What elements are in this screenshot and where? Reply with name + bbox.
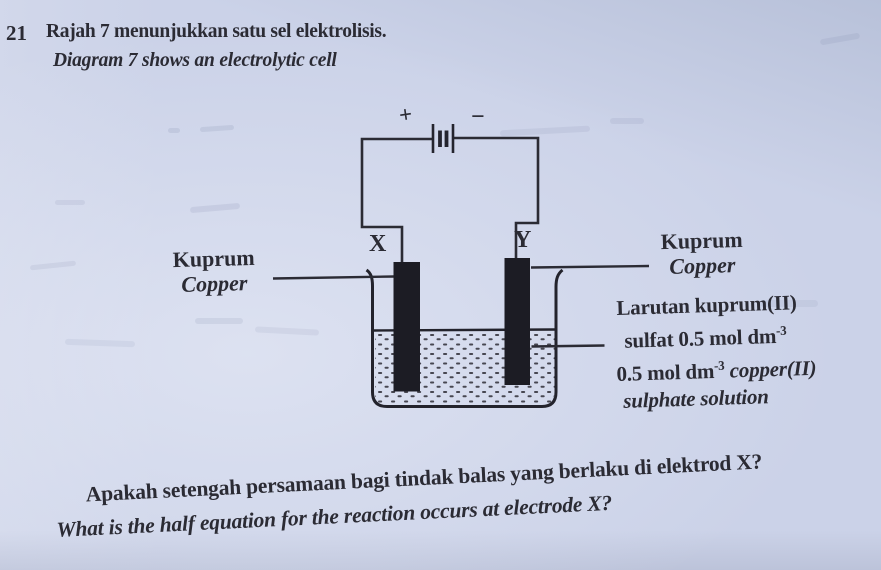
bleed-through-artifact bbox=[195, 318, 243, 324]
question-number: 21 bbox=[6, 21, 27, 45]
battery-symbol bbox=[431, 124, 455, 153]
bleed-through-artifact bbox=[55, 200, 85, 205]
battery-minus-sign: − bbox=[471, 104, 485, 130]
beaker bbox=[365, 268, 564, 408]
electrode-x-label: X bbox=[369, 231, 387, 257]
right-electrode-pointer-line bbox=[530, 264, 650, 269]
wire-left bbox=[360, 137, 433, 263]
prompt-english: Diagram 7 shows an electrolytic cell bbox=[53, 50, 337, 71]
bleed-through-artifact bbox=[168, 128, 180, 133]
right-electrode-caption-english: Copper bbox=[669, 252, 736, 279]
wire-right bbox=[453, 136, 540, 260]
electrode-y-label: Y bbox=[514, 227, 532, 253]
left-electrode-caption-english: Copper bbox=[181, 270, 248, 297]
solution-caption-line3: 0.5 mol dm-3 copper(II) bbox=[616, 355, 817, 387]
prompt-malay: Rajah 7 menunjukkan satu sel elektrolisi… bbox=[46, 21, 387, 42]
solution-caption: Larutan kuprum(II) sulfat 0.5 mol dm-3 0… bbox=[616, 289, 818, 415]
left-electrode-pointer-line bbox=[272, 275, 395, 280]
left-electrode-caption: Kuprum Copper bbox=[157, 245, 270, 298]
electrode-x-bar bbox=[393, 262, 420, 392]
right-electrode-caption-malay: Kuprum bbox=[660, 226, 743, 255]
left-electrode-caption-malay: Kuprum bbox=[172, 244, 255, 273]
solution-pointer-line bbox=[531, 344, 605, 348]
electrode-y-bar bbox=[504, 258, 530, 385]
bleed-through-artifact bbox=[610, 118, 644, 124]
right-electrode-caption: Kuprum Copper bbox=[651, 227, 752, 280]
bleed-through-artifact bbox=[760, 300, 818, 307]
